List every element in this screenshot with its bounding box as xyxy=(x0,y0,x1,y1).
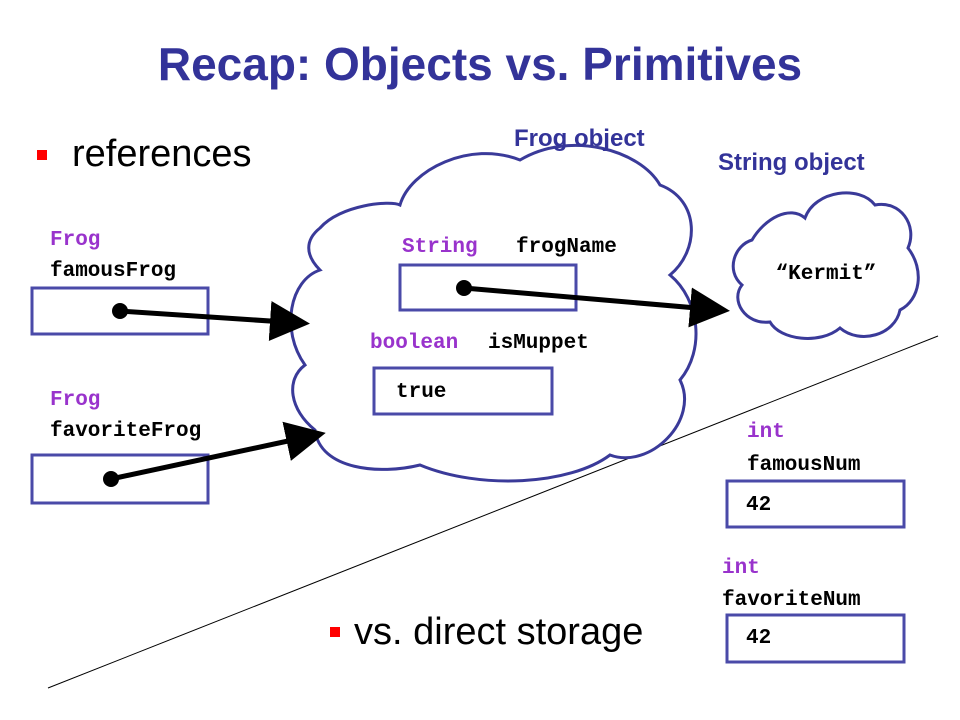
frog-name-box xyxy=(398,263,578,312)
famous-num-type: int xyxy=(747,421,785,444)
famous-frog-type: Frog xyxy=(50,229,100,252)
favorite-num-value: 42 xyxy=(746,627,771,650)
reference-arrow-frog-name xyxy=(456,280,730,328)
favorite-num-box xyxy=(725,613,906,664)
is-muppet-box xyxy=(372,366,554,416)
string-object-cloud xyxy=(731,191,920,340)
bullet-references: references xyxy=(72,133,252,175)
reference-dot xyxy=(456,280,472,296)
string-object-label: String object xyxy=(718,149,865,176)
reference-arrow-favorite-frog xyxy=(103,421,326,487)
famous-frog-name: famousFrog xyxy=(50,260,176,283)
bullet-marker xyxy=(330,627,340,637)
favorite-frog-type: Frog xyxy=(50,389,100,412)
is-muppet-value: true xyxy=(396,381,446,404)
string-value-kermit: “Kermit” xyxy=(776,263,877,286)
divider-line xyxy=(47,335,939,689)
frog-object-cloud xyxy=(289,143,698,483)
favorite-frog-name: favoriteFrog xyxy=(50,420,201,443)
bullet-direct-storage: vs. direct storage xyxy=(354,611,643,653)
frog-name-type: String xyxy=(402,236,478,259)
frog-name-ident: frogName xyxy=(516,236,617,259)
reference-dot xyxy=(112,303,128,319)
bullet-marker xyxy=(37,150,47,160)
favorite-num-type: int xyxy=(722,557,760,580)
reference-arrow-famous-frog xyxy=(112,301,310,341)
famous-num-box xyxy=(725,479,906,529)
slide-title: Recap: Objects vs. Primitives xyxy=(158,38,802,90)
reference-dot xyxy=(103,471,119,487)
is-muppet-ident: isMuppet xyxy=(488,332,589,355)
famous-num-name: famousNum xyxy=(747,454,860,477)
is-muppet-type: boolean xyxy=(370,332,458,355)
famous-num-value: 42 xyxy=(746,494,771,517)
frog-object-label: Frog object xyxy=(514,125,645,152)
favorite-num-name: favoriteNum xyxy=(722,589,861,612)
